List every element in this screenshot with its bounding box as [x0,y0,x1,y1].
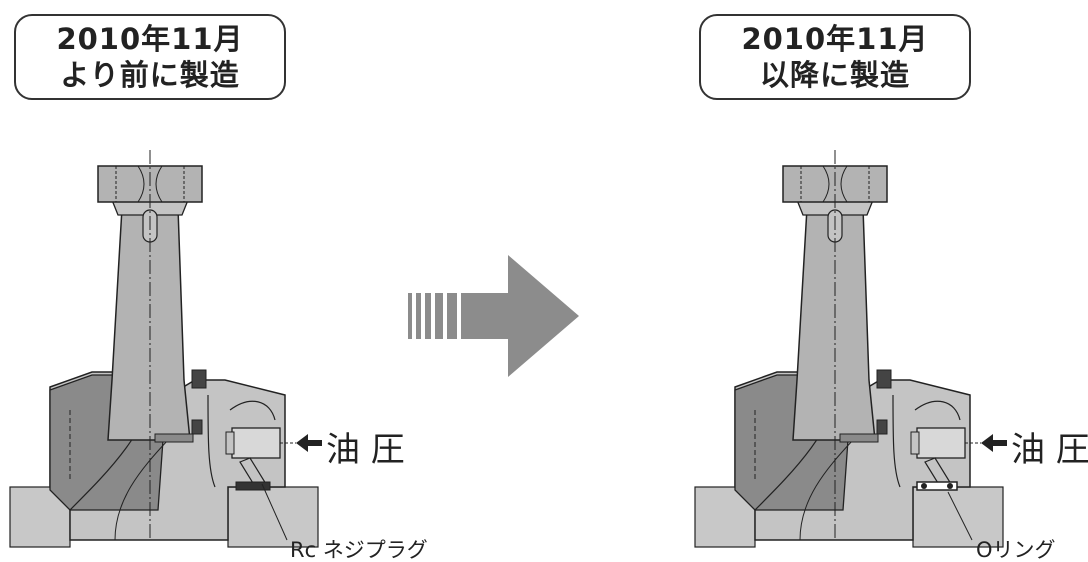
pressure-arrow-right [981,434,1007,452]
right-header-box: 2010年11月 以降に製造 [699,14,971,100]
right-header-date: 2010年11月 [741,22,929,56]
left-header-caption: より前に製造 [60,58,240,92]
rc-plug-leader-line [261,483,288,541]
o-ring-dot-right [947,483,953,489]
pressure-arrow-left [296,434,322,452]
o-ring-shape [916,481,958,491]
left-pressure-label: 油 圧 [326,430,405,470]
rc-plug-shape [235,481,271,491]
o-ring-leader-line [947,491,973,541]
left-part-label: Rc ネジプラグ [290,538,428,562]
right-part-label: Oリング [976,538,1056,562]
right-header-caption: 以降に製造 [759,58,910,92]
o-ring-dot-left [921,483,927,489]
transition-arrow [408,255,579,377]
right-pressure-label: 油 圧 [1011,430,1088,470]
left-header-date: 2010年11月 [56,22,244,56]
left-header-box: 2010年11月 より前に製造 [14,14,286,100]
clamp-old [9,149,319,548]
